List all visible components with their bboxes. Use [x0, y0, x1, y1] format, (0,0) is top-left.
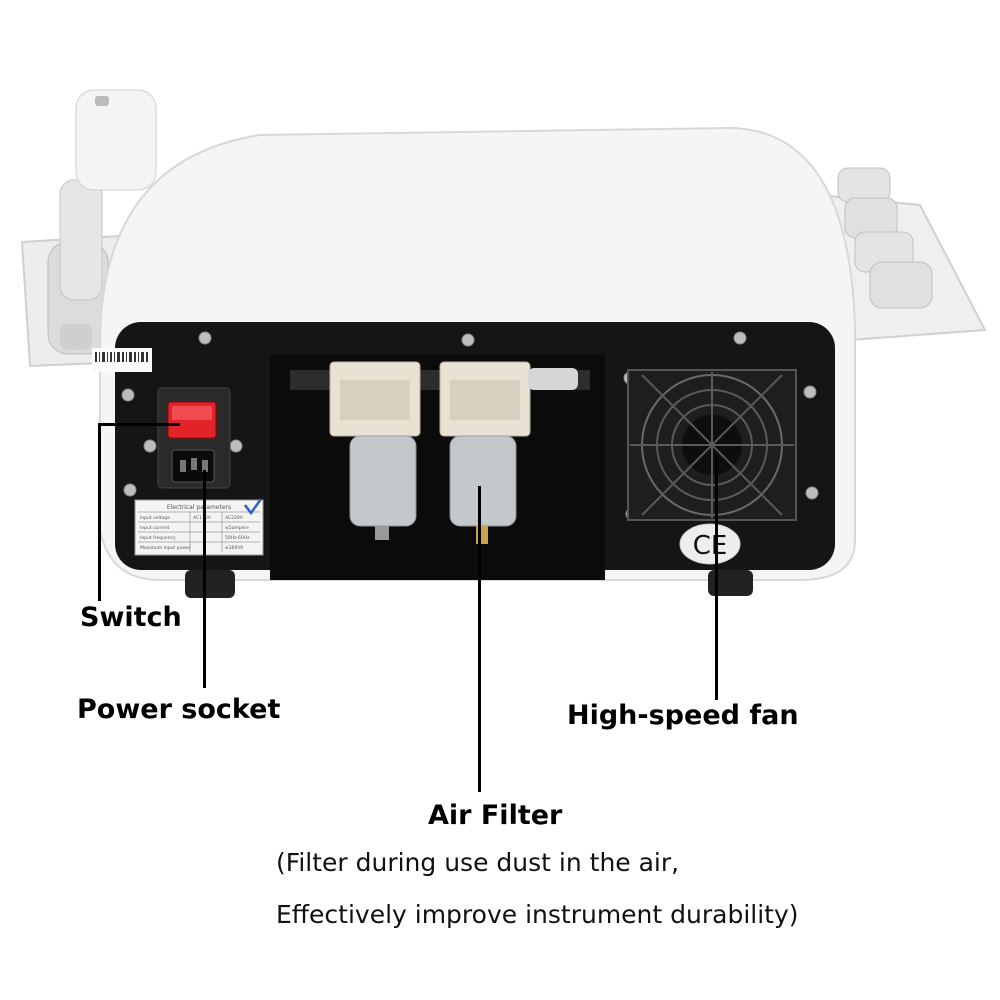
svg-text:Input current: Input current — [140, 525, 170, 531]
air-filter-label: Air Filter — [428, 800, 563, 831]
svg-text:Input frequency: Input frequency — [140, 535, 176, 541]
svg-text:50Hz-60Hz: 50Hz-60Hz — [225, 535, 250, 541]
ce-mark: CE — [679, 523, 741, 565]
svg-text:Maximum input power: Maximum input power — [140, 545, 191, 551]
svg-text:AC110V: AC110V — [193, 515, 212, 521]
sticker-title: Electrical parameters — [167, 504, 231, 511]
power-socket-label: Power socket — [77, 694, 281, 725]
high-speed-fan-label: High-speed fan — [567, 700, 799, 731]
fan-grille — [627, 369, 797, 521]
filter-compartment — [270, 355, 605, 580]
power-socket-callout-line — [203, 470, 206, 688]
air-filter-note-line1: (Filter during use dust in the air, — [276, 848, 680, 877]
switch-label: Switch — [80, 602, 182, 633]
svg-text:≤360VA: ≤360VA — [225, 545, 244, 551]
checkmark-icon — [244, 498, 263, 516]
air-filter-callout-line — [478, 486, 481, 792]
svg-text:AC220V: AC220V — [225, 515, 244, 521]
electrical-parameters-sticker: Electrical parameters Input voltage AC11… — [134, 498, 264, 556]
svg-text:≤5ampere: ≤5ampere — [225, 525, 249, 531]
handpiece-holder — [20, 89, 157, 368]
switch-callout-line — [98, 423, 180, 426]
air-filter-note-line2: Effectively improve instrument durabilit… — [276, 900, 799, 929]
svg-text:Input voltage: Input voltage — [140, 515, 170, 521]
accessory-bracket — [818, 167, 987, 342]
svg-text:CE: CE — [693, 531, 728, 561]
switch-callout-line-vertical — [98, 423, 101, 601]
fan-callout-line — [715, 455, 718, 700]
air-filter-units — [290, 361, 590, 544]
